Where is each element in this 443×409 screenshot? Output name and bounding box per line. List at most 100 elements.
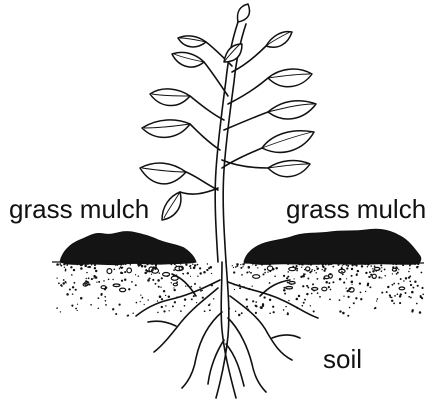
soil-dot (296, 268, 298, 270)
soil-dot (398, 283, 400, 285)
soil-dot (414, 280, 416, 282)
soil-dot (194, 264, 196, 266)
soil-dot (197, 264, 199, 266)
soil-dot (389, 294, 391, 296)
soil-dot (77, 304, 78, 305)
soil-dot (131, 281, 133, 283)
soil-dot (392, 273, 393, 274)
soil-dot (73, 269, 75, 271)
soil-dot (101, 293, 103, 295)
soil-dot (263, 296, 265, 298)
soil-dot (124, 279, 126, 281)
soil-dot (314, 270, 316, 272)
soil-dot (249, 271, 250, 272)
soil-dot (80, 297, 83, 300)
soil-dot (64, 267, 65, 268)
soil-dot (86, 278, 87, 279)
soil-dot (66, 293, 69, 296)
soil-dot (152, 279, 154, 281)
soil-dot (163, 310, 165, 312)
soil-dot (264, 269, 266, 271)
soil-dot (70, 266, 72, 268)
soil-dot (180, 310, 182, 312)
soil-dot (191, 298, 193, 300)
label-grass-mulch-right: grass mulch (286, 196, 426, 222)
soil-dot (240, 267, 242, 269)
soil-dot (121, 280, 123, 282)
soil-dot (104, 296, 106, 298)
soil-pebble (163, 273, 170, 277)
soil-dot (157, 279, 160, 282)
soil-dot (105, 300, 107, 302)
soil-dot (421, 297, 423, 299)
soil-dot (410, 297, 412, 299)
soil-dot (71, 305, 73, 307)
soil-dot (393, 303, 395, 305)
soil-dot (367, 266, 368, 267)
soil-dot (112, 308, 114, 310)
soil-dot (94, 275, 96, 277)
soil-dot (408, 276, 410, 278)
soil-dot (98, 281, 100, 283)
soil-dot (173, 287, 174, 288)
soil-dot (235, 311, 236, 312)
soil-dot (306, 285, 308, 287)
soil-dot (146, 270, 148, 272)
soil-dot (190, 276, 191, 277)
soil-dot (96, 281, 97, 282)
soil-dot (75, 289, 77, 291)
soil-dot (155, 283, 157, 285)
soil-dot (144, 272, 147, 275)
soil-dot (238, 314, 240, 316)
soil-dot (412, 287, 414, 289)
soil-dot (147, 299, 148, 300)
soil-dot (61, 285, 63, 287)
soil-dot (420, 272, 422, 274)
soil-dot (353, 302, 355, 304)
soil-dot (349, 307, 351, 309)
soil-dot (252, 264, 253, 265)
soil-dot (380, 264, 382, 266)
soil-dot (296, 265, 298, 267)
soil-dot (77, 310, 78, 311)
soil-dot (255, 305, 257, 307)
soil-dot (303, 302, 305, 304)
soil-dot (202, 290, 203, 291)
soil-dot (246, 306, 248, 308)
soil-dot (275, 267, 277, 269)
soil-dot (387, 286, 389, 288)
soil-dot (138, 275, 140, 277)
soil-dot (98, 308, 100, 310)
soil-dot (136, 302, 138, 304)
soil-dot (376, 300, 377, 301)
soil-dot (185, 264, 187, 266)
soil-dot (165, 305, 167, 307)
soil-dot (348, 296, 350, 298)
soil-dot (391, 284, 393, 286)
soil-dot (315, 272, 316, 273)
soil-dot (365, 291, 366, 292)
soil-dot (405, 277, 407, 279)
soil-dot (69, 288, 71, 290)
soil-dot (234, 289, 235, 290)
soil-dot (135, 284, 137, 286)
soil-dot (252, 286, 253, 287)
soil-dot (257, 267, 258, 268)
soil-dot (416, 266, 418, 268)
soil-dot (312, 283, 314, 285)
soil-dot (119, 268, 120, 269)
soil-dot (329, 299, 331, 301)
soil-dot (341, 271, 343, 273)
soil-dot (284, 293, 286, 295)
soil-dot (95, 276, 98, 279)
soil-dot (374, 265, 376, 267)
soil-dot (332, 281, 334, 283)
soil-dot (264, 272, 266, 274)
soil-dot (112, 279, 113, 280)
soil-dot (255, 264, 257, 266)
soil-dot (56, 263, 59, 266)
soil-dot (255, 312, 257, 314)
soil-dot (174, 289, 176, 291)
soil-dot (246, 271, 248, 273)
soil-dot (319, 296, 321, 298)
